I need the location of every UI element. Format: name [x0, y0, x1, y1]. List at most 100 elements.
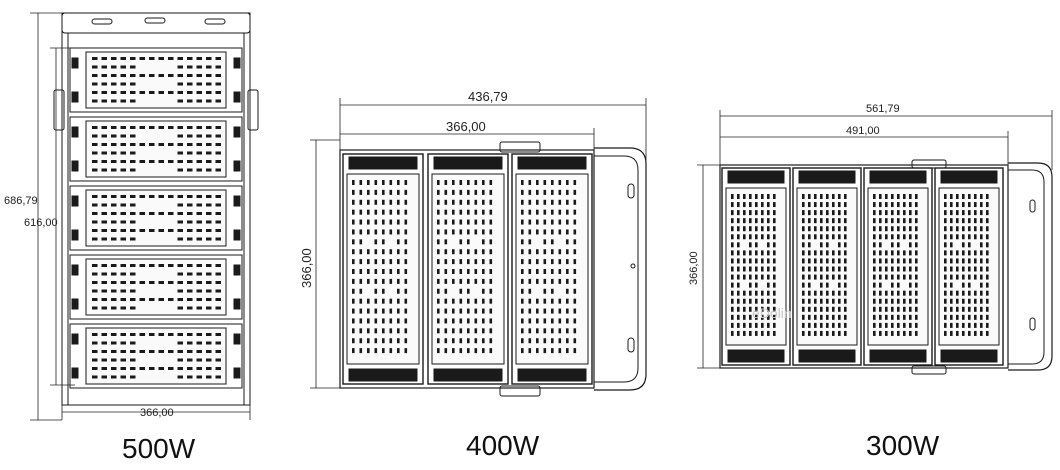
led-dot — [980, 314, 983, 320]
led-dot — [444, 308, 448, 314]
module-tab — [71, 126, 79, 138]
led-dot — [897, 282, 900, 288]
led-dot — [352, 269, 355, 274]
led-dot — [139, 333, 145, 336]
led-dot — [374, 259, 378, 265]
led-dot — [467, 278, 470, 284]
led-dot — [352, 308, 355, 314]
led-dot — [459, 229, 463, 235]
led-dot — [177, 358, 183, 362]
led-dot — [879, 194, 882, 199]
led-dot — [986, 194, 989, 199]
led-dot — [187, 298, 193, 301]
led-dot — [986, 210, 989, 216]
led-dot — [731, 306, 734, 312]
led-dot — [101, 281, 107, 284]
led-dot — [826, 242, 829, 248]
led-dot — [130, 220, 136, 224]
led-dot — [437, 229, 440, 235]
led-dot — [566, 249, 569, 255]
led-dot — [206, 91, 212, 94]
led-dot — [196, 126, 202, 129]
led-dot — [944, 266, 947, 272]
led-dot — [177, 91, 183, 94]
led-dot — [444, 348, 448, 354]
led-dot — [196, 237, 202, 241]
led-dot — [130, 341, 136, 345]
led-dot — [962, 322, 965, 328]
led-dot — [139, 229, 145, 232]
led-dot — [743, 202, 746, 208]
led-dot — [891, 330, 894, 336]
led-dot — [915, 234, 918, 240]
led-dot — [820, 210, 823, 216]
led-dot — [566, 199, 569, 205]
led-dot — [956, 210, 959, 216]
led-dot — [968, 314, 971, 320]
led-dot — [168, 74, 174, 77]
led-dot — [459, 269, 463, 274]
led-dot — [802, 258, 805, 264]
led-dot — [956, 234, 959, 240]
led-dot — [120, 358, 126, 362]
led-dot — [359, 338, 363, 344]
led-dot — [149, 160, 155, 163]
module-500w — [69, 47, 243, 113]
led-dot — [968, 322, 971, 328]
led-dot — [215, 306, 221, 310]
led-dot — [968, 218, 971, 224]
led-dot — [950, 202, 953, 208]
led-dot — [986, 290, 989, 296]
led-dot — [444, 298, 448, 304]
led-dot — [452, 278, 455, 284]
led-dot — [215, 281, 221, 284]
led-dot — [101, 367, 107, 370]
led-dot — [130, 298, 136, 301]
led-dot — [474, 338, 478, 344]
led-dot — [521, 288, 524, 294]
led-dot — [459, 328, 463, 334]
led-dot — [459, 209, 463, 215]
led-dot — [482, 209, 485, 215]
led-dot — [374, 328, 378, 334]
led-dot — [130, 143, 136, 146]
led-dot — [397, 298, 400, 304]
led-dot — [814, 202, 817, 208]
led-dot — [820, 194, 823, 199]
led-dot — [980, 234, 983, 240]
led-dot — [120, 168, 126, 172]
led-dot — [437, 328, 440, 334]
led-dot — [196, 151, 202, 155]
led-dot — [558, 259, 562, 265]
led-dot — [915, 210, 918, 216]
led-dot — [389, 298, 393, 304]
led-dot — [737, 282, 740, 288]
led-dot — [838, 258, 841, 264]
led-dot — [389, 338, 393, 344]
led-dot — [767, 298, 770, 304]
led-dot — [731, 298, 734, 304]
led-dot — [551, 209, 554, 215]
led-dot — [897, 330, 900, 336]
led-dot — [808, 218, 811, 224]
led-dot — [879, 226, 882, 232]
led-dot — [885, 290, 888, 296]
led-dot — [808, 202, 811, 208]
led-dot — [879, 202, 882, 208]
led-dot — [139, 57, 145, 60]
led-dot — [897, 274, 900, 280]
led-dot — [974, 266, 977, 272]
led-dot — [968, 194, 971, 199]
led-dot — [737, 226, 740, 232]
led-dot — [838, 234, 841, 240]
led-dot — [551, 308, 554, 314]
led-dot — [120, 65, 126, 69]
led-dot — [352, 338, 355, 344]
led-dot — [206, 126, 212, 129]
led-dot — [168, 264, 174, 267]
led-dot — [980, 266, 983, 272]
led-dot — [489, 180, 493, 185]
led-dot — [773, 282, 776, 288]
led-dot — [737, 298, 740, 304]
led-dot — [808, 194, 811, 199]
